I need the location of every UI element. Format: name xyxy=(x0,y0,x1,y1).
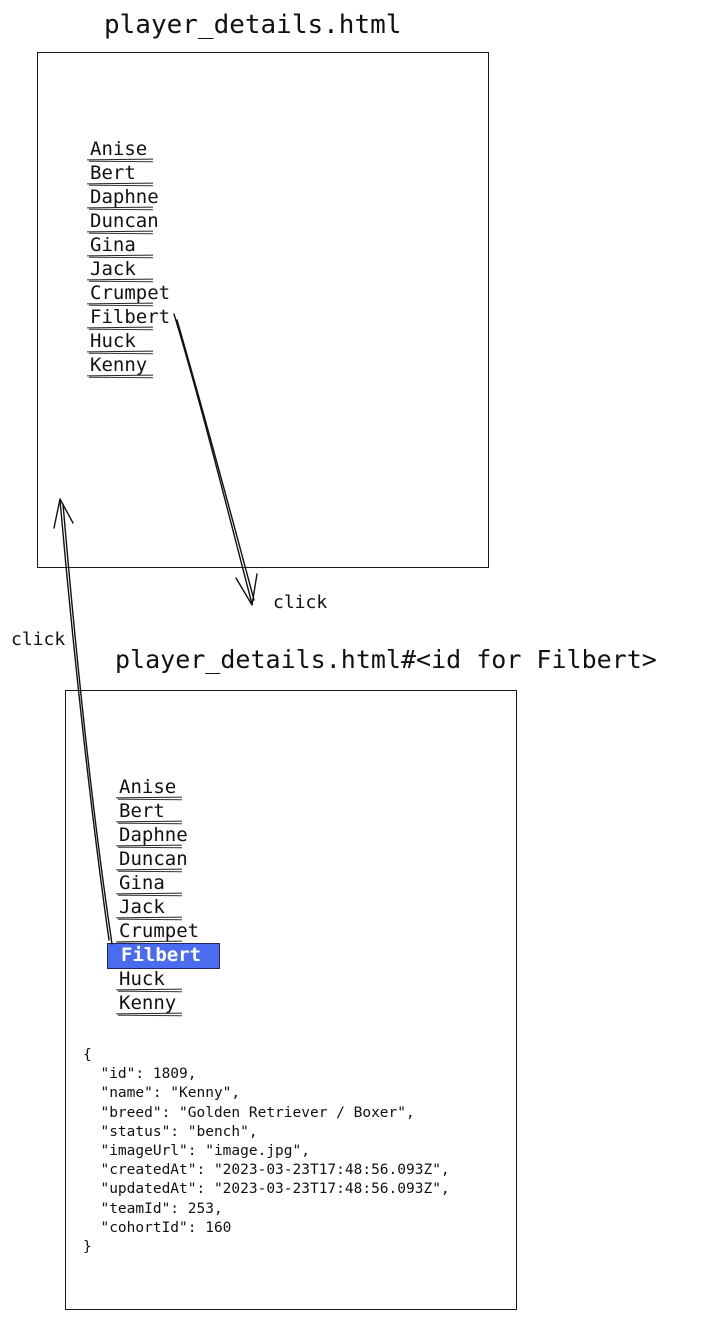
player-link-label: Gina xyxy=(119,872,165,894)
player-link-crumpet[interactable]: Crumpet xyxy=(115,920,201,945)
player-link-gina[interactable]: Gina xyxy=(115,872,201,897)
player-link-label: Filbert xyxy=(121,944,202,966)
player-link-bert[interactable]: Bert xyxy=(115,800,201,825)
player-link-label: Duncan xyxy=(90,210,159,232)
player-link-label: Crumpet xyxy=(90,282,171,304)
player-link-label: Daphne xyxy=(119,824,188,846)
player-link-label: Bert xyxy=(90,162,136,184)
player-link-duncan[interactable]: Duncan xyxy=(86,210,170,235)
player-link-label: Jack xyxy=(90,258,136,280)
click-label-forward: click xyxy=(273,592,328,613)
player-link-label: Gina xyxy=(90,234,136,256)
player-link-label: Bert xyxy=(119,800,165,822)
player-link-kenny[interactable]: Kenny xyxy=(115,992,201,1017)
player-link-anise[interactable]: Anise xyxy=(115,776,201,801)
page-title-top: player_details.html xyxy=(104,10,402,40)
click-label-back: click xyxy=(11,629,66,650)
player-link-label: Filbert xyxy=(90,306,171,328)
player-link-anise[interactable]: Anise xyxy=(86,138,170,163)
player-link-huck[interactable]: Huck xyxy=(115,968,201,993)
selected-highlight xyxy=(107,943,220,969)
page-title-bottom: player_details.html#<id for Filbert> xyxy=(115,645,657,674)
player-link-jack[interactable]: Jack xyxy=(115,896,201,921)
player-link-label: Huck xyxy=(119,968,165,990)
player-link-label: Jack xyxy=(119,896,165,918)
player-link-label: Anise xyxy=(90,138,148,160)
player-link-kenny[interactable]: Kenny xyxy=(86,354,170,379)
browser-frame-bottom xyxy=(65,690,517,1310)
player-link-bert[interactable]: Bert xyxy=(86,162,170,187)
player-link-daphne[interactable]: Daphne xyxy=(86,186,170,211)
player-link-label: Crumpet xyxy=(119,920,200,942)
player-link-huck[interactable]: Huck xyxy=(86,330,170,355)
player-link-label: Daphne xyxy=(90,186,159,208)
player-link-duncan[interactable]: Duncan xyxy=(115,848,201,873)
player-link-label: Kenny xyxy=(119,992,177,1014)
browser-frame-top xyxy=(37,52,489,568)
player-link-gina[interactable]: Gina xyxy=(86,234,170,259)
player-link-label: Duncan xyxy=(119,848,188,870)
player-link-crumpet[interactable]: Crumpet xyxy=(86,282,171,307)
player-link-filbert[interactable]: Filbert xyxy=(107,943,220,969)
player-link-daphne[interactable]: Daphne xyxy=(115,824,201,849)
player-link-filbert[interactable]: Filbert xyxy=(86,306,171,331)
player-link-label: Anise xyxy=(119,776,177,798)
player-link-label: Huck xyxy=(90,330,136,352)
player-json-details: { "id": 1809, "name": "Kenny", "breed": … xyxy=(83,1047,450,1256)
player-link-label: Kenny xyxy=(90,354,148,376)
player-link-jack[interactable]: Jack xyxy=(86,258,170,283)
